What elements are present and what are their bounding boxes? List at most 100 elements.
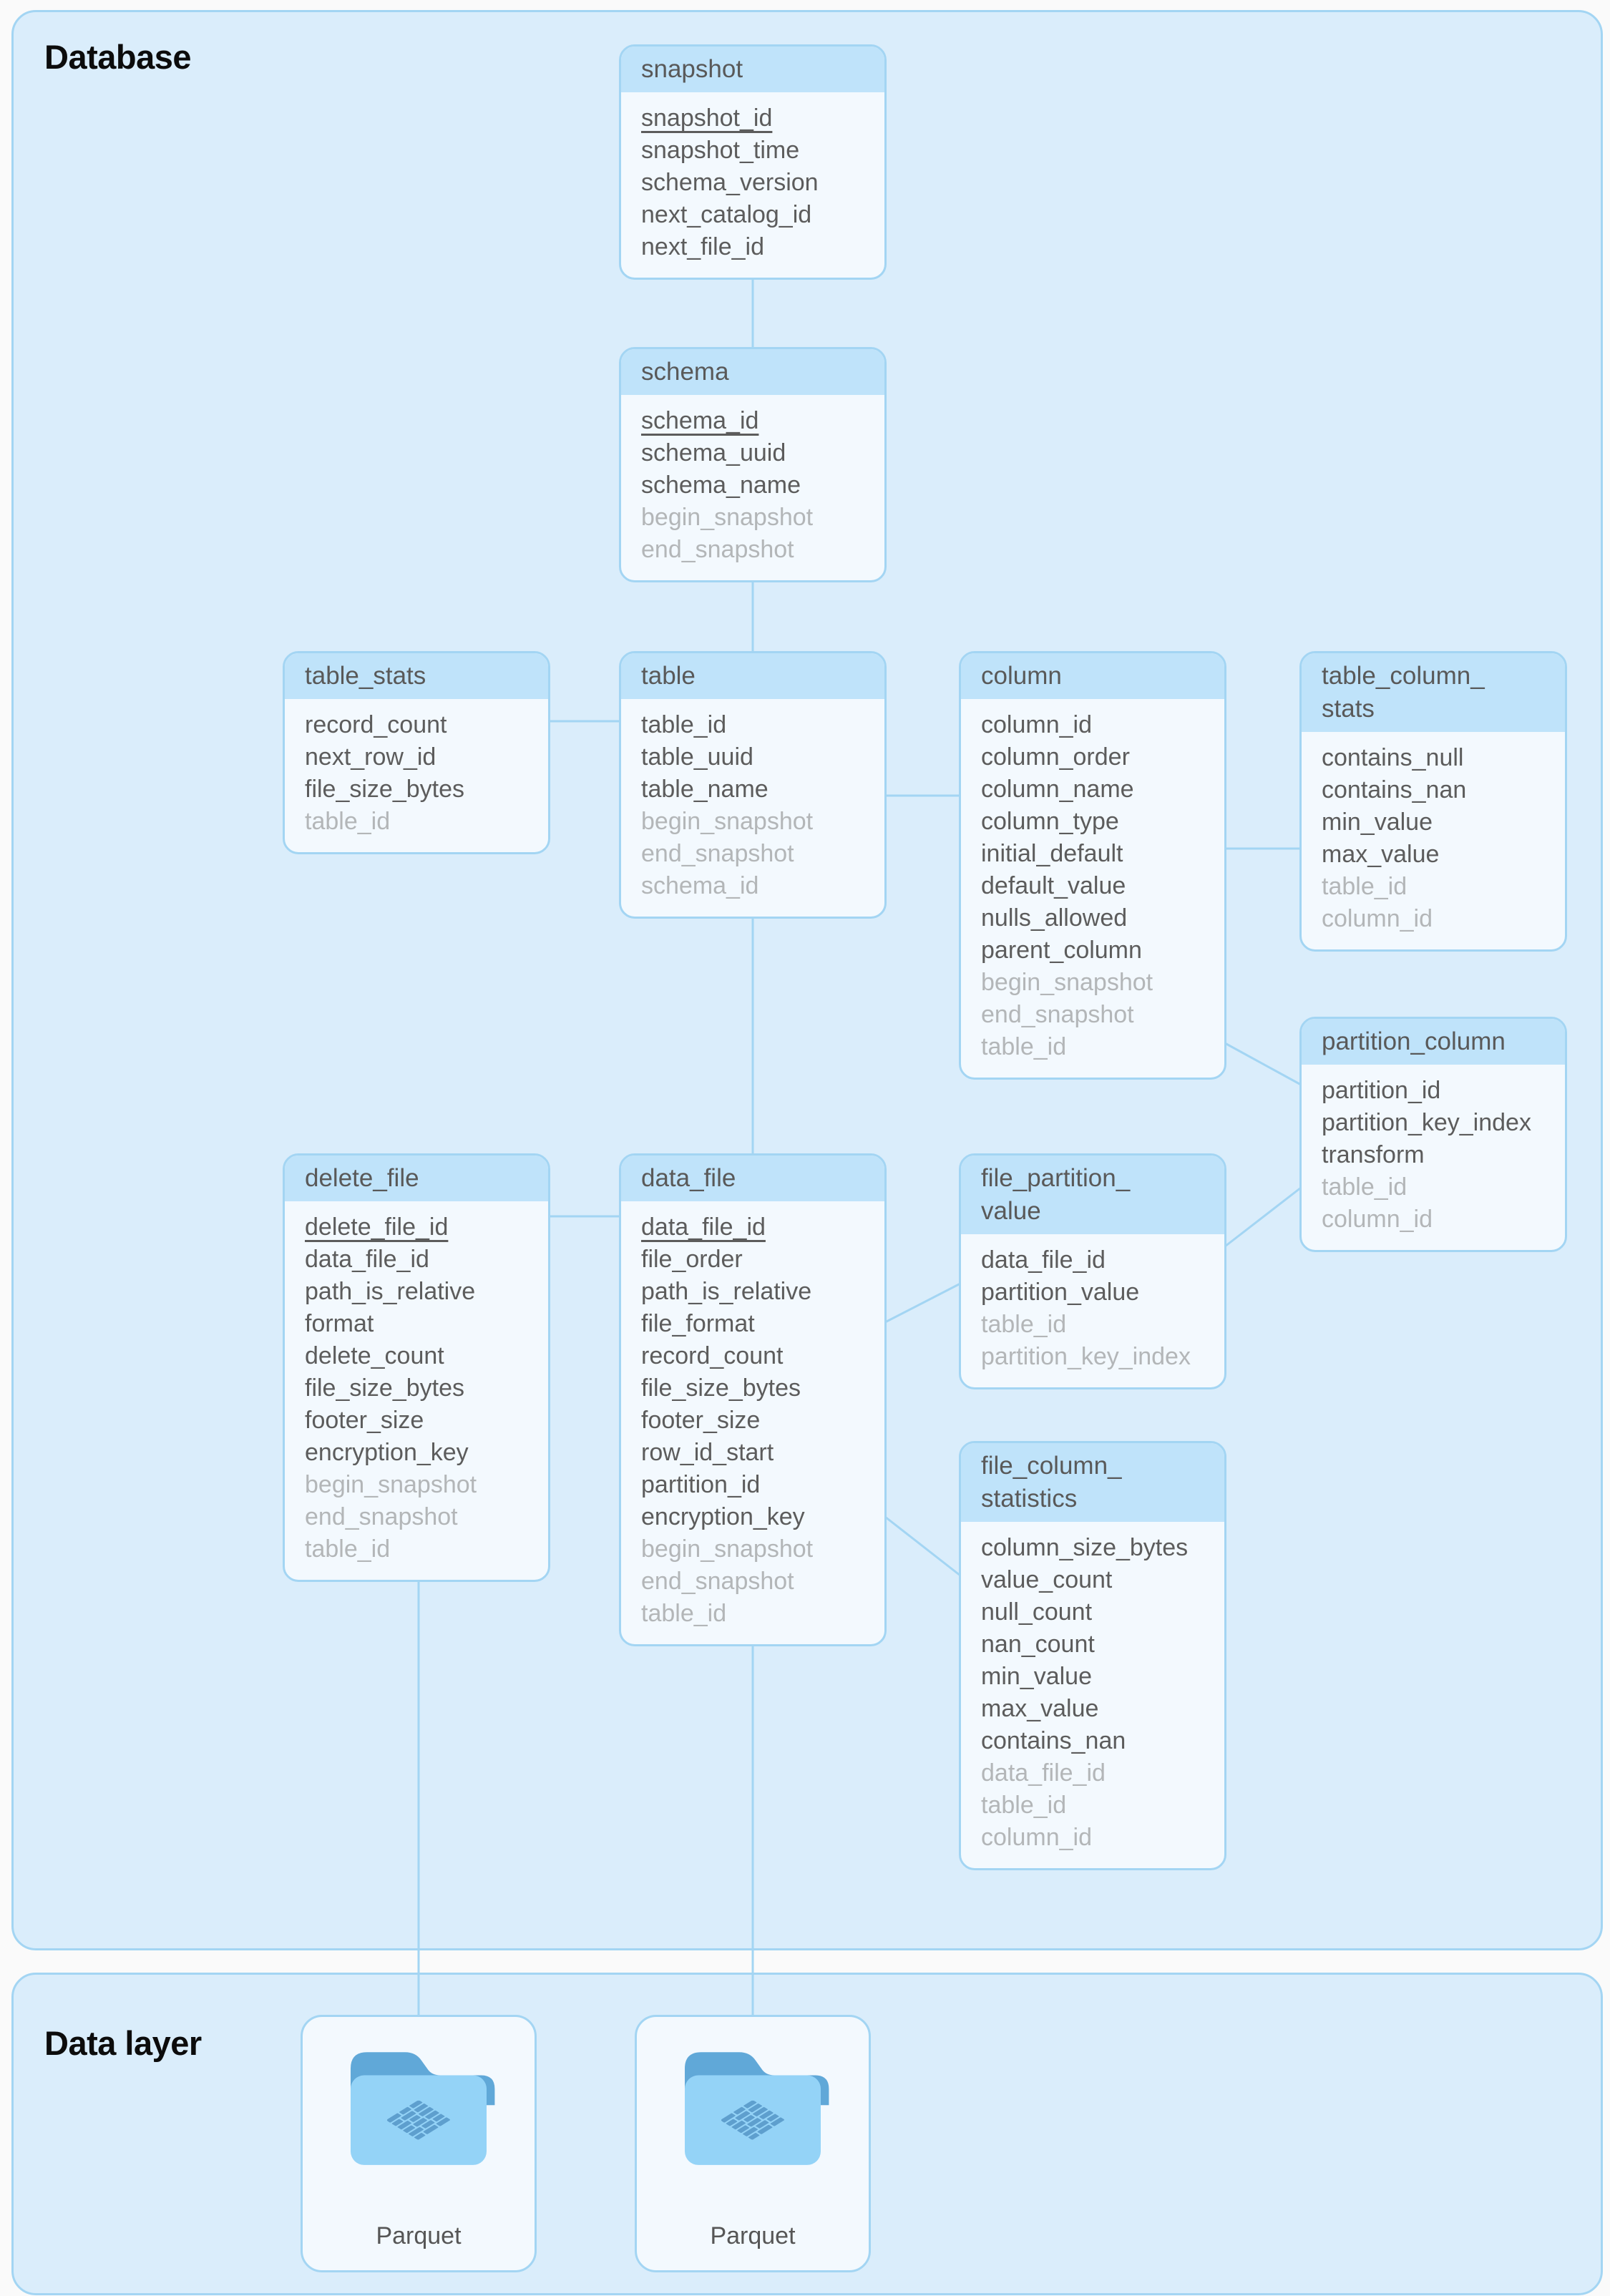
entity-field: end_snapshot [641,1568,794,1595]
entity-field: begin_snapshot [641,1535,814,1563]
entity-field: end_snapshot [641,840,794,867]
data-layer-panel-title: Data layer [44,2024,202,2062]
entity-field: delete_file_id [305,1213,449,1241]
entity-field: file_size_bytes [305,1374,465,1402]
entity-field: column_type [981,808,1119,835]
entity-field: data_file_id [305,1246,429,1273]
entity-field: table_id [305,1535,391,1563]
entity-title: table_stats [285,653,548,699]
entity-field: default_value [981,872,1126,899]
entity-field: record_count [641,1342,784,1369]
entity-field: table_name [641,776,769,803]
entity-field: data_file_id [981,1246,1106,1274]
entity-field: delete_count [305,1342,444,1369]
entity-field: column_name [981,776,1134,803]
connector-data_file-file_partition_value [884,1282,961,1324]
entity-field: table_uuid [641,743,753,771]
entity-title: file_partition_ value [961,1156,1224,1234]
entity-field: contains_null [1322,744,1464,771]
entity-field: path_is_relative [641,1278,812,1305]
entity-field: table_id [641,1600,727,1627]
entity-field: nulls_allowed [981,904,1128,932]
entity-title: table_column_ stats [1302,653,1565,732]
entity-field: contains_nan [1322,776,1467,803]
entity-field: transform [1322,1141,1425,1168]
entity-field: contains_nan [981,1727,1126,1754]
entity-field: column_id [1322,1206,1433,1233]
entity-title: table [621,653,884,699]
entity-field: footer_size [305,1407,424,1434]
parquet-folder-label: Parquet [376,2222,462,2249]
entity-table_column_stats: table_column_ stats contains_null contains… [1299,651,1567,952]
entity-field: schema_id [641,872,759,899]
entity-title: snapshot [621,47,884,92]
entity-field: min_value [981,1663,1092,1690]
entity-field: schema_uuid [641,439,786,466]
entity-field: partition_key_index [1322,1109,1531,1136]
entity-field: max_value [1322,841,1440,868]
entity-title: data_file [621,1156,884,1201]
entity-field: column_id [1322,905,1433,932]
entity-field: snapshot_time [641,137,800,164]
entity-field: end_snapshot [305,1503,458,1530]
entity-field: data_file_id [981,1759,1106,1787]
entity-partition_column: partition_column partition_id partition_ke… [1299,1017,1567,1252]
entity-field: partition_id [641,1471,761,1498]
entity-field: table_id [981,1792,1067,1819]
parquet-folder-icon [351,2052,495,2165]
entity-field: record_count [305,711,447,738]
entity-field: column_id [981,711,1092,738]
entity-field: next_catalog_id [641,201,812,228]
entity-field: data_file_id [641,1213,766,1241]
entity-field: snapshot_id [641,104,773,132]
entity-field: begin_snapshot [641,504,814,531]
entity-title: file_column_ statistics [961,1443,1224,1522]
entity-field: encryption_key [641,1503,805,1530]
entity-field: table_id [1322,873,1407,900]
entity-field: partition_id [1322,1077,1441,1104]
entity-field: initial_default [981,840,1123,867]
connector-column-partition_column [1224,1042,1302,1086]
entity-field: table_id [1322,1173,1407,1201]
entity-field: format [305,1310,374,1337]
entity-field: table_id [981,1311,1067,1338]
entity-field: table_id [981,1033,1067,1060]
entity-field: schema_name [641,472,801,499]
parquet-folder-card: Parquet [301,2015,537,2272]
database-panel-title: Database [44,38,192,76]
entity-field: table_id [305,808,391,835]
entity-title: column [961,653,1224,699]
connector-data_file-file_column_statistics [884,1515,961,1577]
entity-field: column_id [981,1824,1092,1851]
entity-data_file: data_file data_file_id file_order path_is_r… [619,1153,887,1646]
entity-field: min_value [1322,809,1433,836]
entity-field: footer_size [641,1407,761,1434]
entity-field: column_size_bytes [981,1534,1189,1561]
entity-field: begin_snapshot [305,1471,477,1498]
entity-title: partition_column [1302,1019,1565,1065]
entity-field: next_row_id [305,743,436,771]
entity-field: max_value [981,1695,1099,1722]
entity-title: delete_file [285,1156,548,1201]
entity-field: partition_key_index [981,1343,1191,1370]
entity-field: schema_id [641,407,759,434]
entity-field: file_format [641,1310,755,1337]
parquet-folder-icon [685,2052,829,2165]
entity-field: file_order [641,1246,743,1273]
